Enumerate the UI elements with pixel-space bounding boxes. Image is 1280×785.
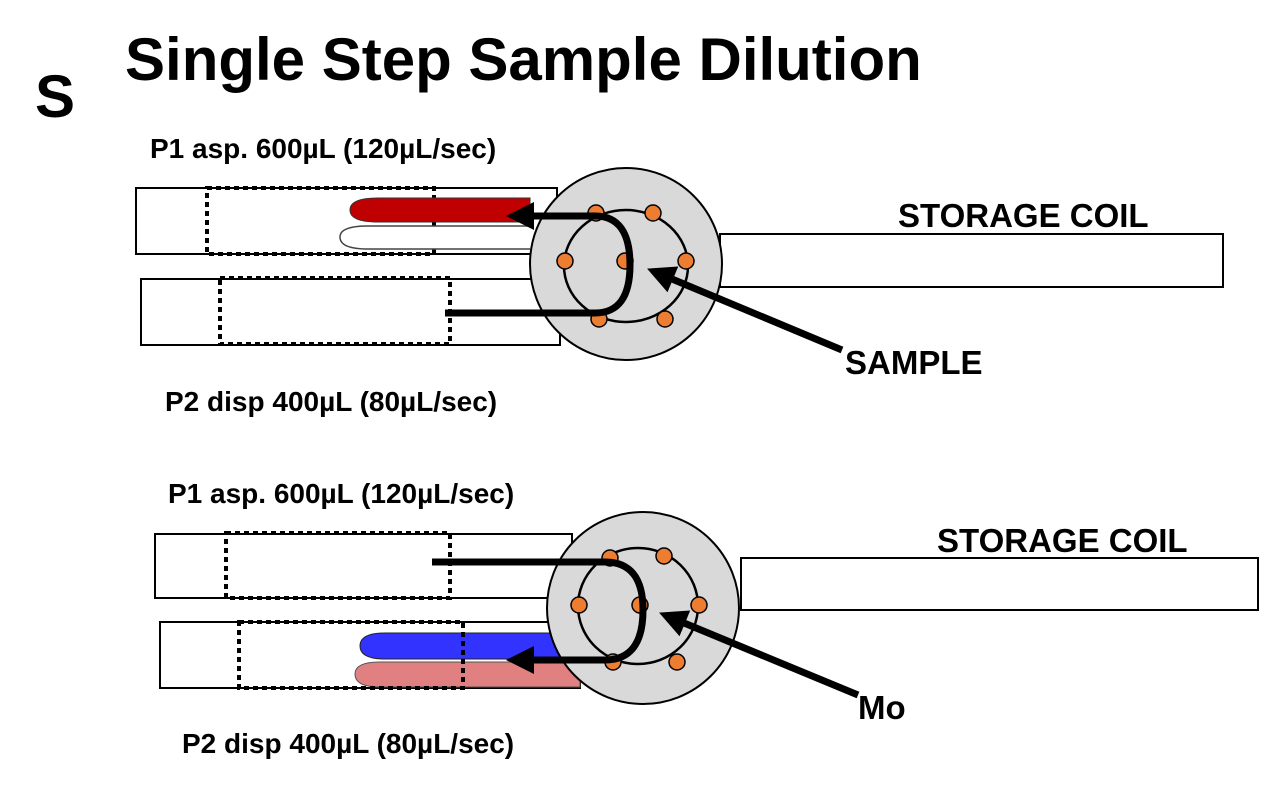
mo-pointer-arrow: [659, 610, 860, 699]
sample-label: SAMPLE: [845, 344, 983, 381]
mo-label: Mo: [858, 689, 906, 726]
bottom-panel: P1 asp. 600µL (120µL/sec) STORAGE COIL M…: [154, 478, 1259, 759]
empty-slug: [339, 225, 530, 250]
p1-syringe: [154, 533, 573, 599]
storage-coil-label: STORAGE COIL: [898, 197, 1149, 234]
storage-coil: [719, 233, 1224, 288]
corner-letter: S: [35, 63, 75, 130]
p2-label: P2 disp 400µL (80µL/sec): [165, 386, 497, 417]
sample-slug: [349, 197, 531, 223]
p1-label: P1 asp. 600µL (120µL/sec): [168, 478, 514, 509]
sample-pointer-arrow: [647, 266, 844, 354]
storage-coil-label: STORAGE COIL: [937, 522, 1188, 559]
mixed-slug: [354, 661, 581, 688]
p2-label: P2 disp 400µL (80µL/sec): [182, 728, 514, 759]
top-panel: P1 asp. 600µL (120µL/sec) STORAGE COIL S…: [135, 133, 1224, 417]
page-title: Single Step Sample Dilution: [125, 26, 922, 93]
flow-path-arrow: [432, 558, 647, 674]
p1-volume-marker: [205, 186, 436, 256]
flow-path-arrow: [445, 202, 634, 317]
p1-label: P1 asp. 600µL (120µL/sec): [150, 133, 496, 164]
storage-coil: [740, 557, 1259, 611]
diluent-slug: [359, 632, 561, 660]
p2-volume-marker: [237, 620, 465, 690]
